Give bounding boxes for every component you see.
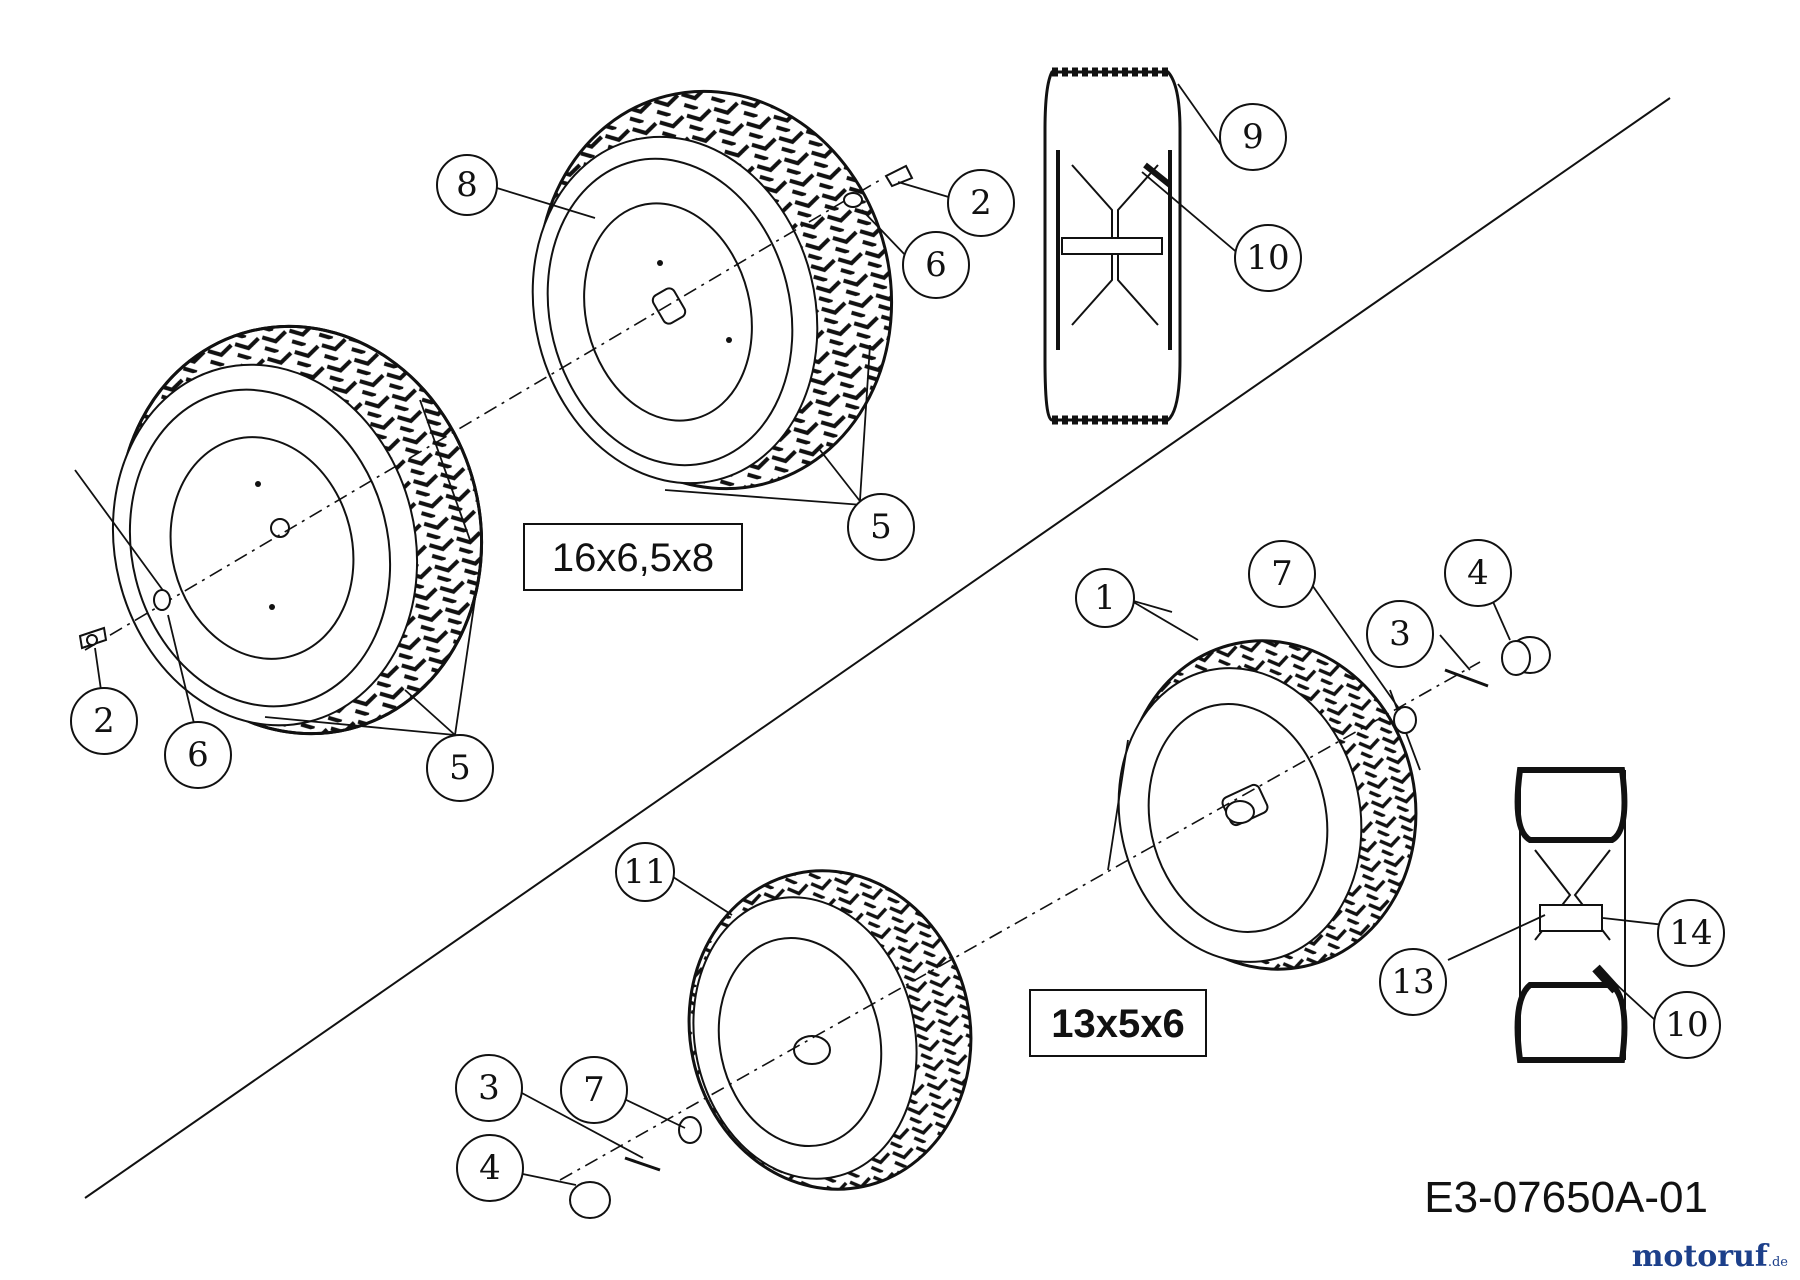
callout-6-top[interactable]: 6 [902,231,970,299]
washer-6-right [843,192,863,208]
cap-4-right [1501,636,1551,676]
callout-8[interactable]: 8 [436,154,498,216]
large-tire-cross-section [1043,67,1182,425]
svg-text:5: 5 [449,748,471,788]
washer-7-right [1393,706,1417,734]
svg-text:10: 10 [1665,1005,1708,1045]
callout-9[interactable]: 9 [1219,103,1287,171]
callout-14[interactable]: 14 [1657,899,1725,967]
callout-10-top[interactable]: 10 [1234,224,1302,292]
svg-text:4: 4 [1467,553,1489,593]
svg-text:7: 7 [583,1070,605,1110]
bolt-2-left [78,626,108,650]
callout-13[interactable]: 13 [1379,948,1447,1016]
pin-3-left [624,1156,661,1172]
callout-2-top[interactable]: 2 [947,169,1015,237]
svg-text:13x5x6: 13x5x6 [1051,1002,1184,1046]
svg-text:3: 3 [1389,614,1411,654]
watermark-text: motoruf [1631,1239,1768,1274]
svg-text:7: 7 [1271,554,1293,594]
size-box-large: 16x6,5x8 [523,523,743,591]
svg-text:9: 9 [1242,117,1264,157]
pin-3-right [1444,668,1489,688]
watermark-logo: motoruf.de [1632,1239,1788,1274]
cap-4-left [569,1181,611,1219]
bolt-2-right [884,164,914,188]
upper-axis [84,179,881,651]
callout-2-bottom[interactable]: 2 [70,687,138,755]
lower-axis [559,661,1481,1181]
callout-7-right[interactable]: 7 [1248,540,1316,608]
svg-text:2: 2 [93,701,115,741]
small-tire-right [1117,639,1418,971]
washer-7-left [678,1116,702,1144]
callout-4-left[interactable]: 4 [456,1134,524,1202]
svg-text:6: 6 [187,735,209,775]
large-tire-right [531,89,894,491]
svg-text:6: 6 [925,245,947,285]
leader-lines [94,83,1666,1186]
svg-text:1: 1 [1094,578,1116,618]
callout-4-right[interactable]: 4 [1444,539,1512,607]
washer-6-left [153,589,171,611]
svg-text:2: 2 [970,183,992,223]
callout-5-bottom[interactable]: 5 [426,734,494,802]
callout-7-left[interactable]: 7 [560,1056,628,1124]
svg-text:13: 13 [1391,962,1434,1002]
size-box-small: 13x5x6 [1029,989,1207,1057]
svg-text:3: 3 [478,1068,500,1108]
svg-text:14: 14 [1669,913,1712,953]
small-tire-left [687,869,973,1191]
diagram-code: E3-07650A-01 [1424,1173,1708,1222]
svg-text:11: 11 [623,852,666,892]
callout-1[interactable]: 1 [1075,568,1135,628]
large-tire-left [111,324,484,736]
callout-6-bottom[interactable]: 6 [164,721,232,789]
svg-text:5: 5 [870,507,892,547]
svg-text:16x6,5x8: 16x6,5x8 [552,536,714,580]
callout-5-top[interactable]: 5 [847,493,915,561]
watermark-suffix: .de [1767,1255,1788,1270]
callout-3-right[interactable]: 3 [1366,600,1434,668]
divider-line [84,97,1671,1199]
svg-text:10: 10 [1246,238,1289,278]
svg-text:8: 8 [456,165,478,205]
svg-text:4: 4 [479,1148,501,1188]
callout-10-bottom[interactable]: 10 [1653,991,1721,1059]
callout-3-left[interactable]: 3 [455,1054,523,1122]
callout-11[interactable]: 11 [615,842,675,902]
small-tire-cross-section [1514,767,1628,1063]
